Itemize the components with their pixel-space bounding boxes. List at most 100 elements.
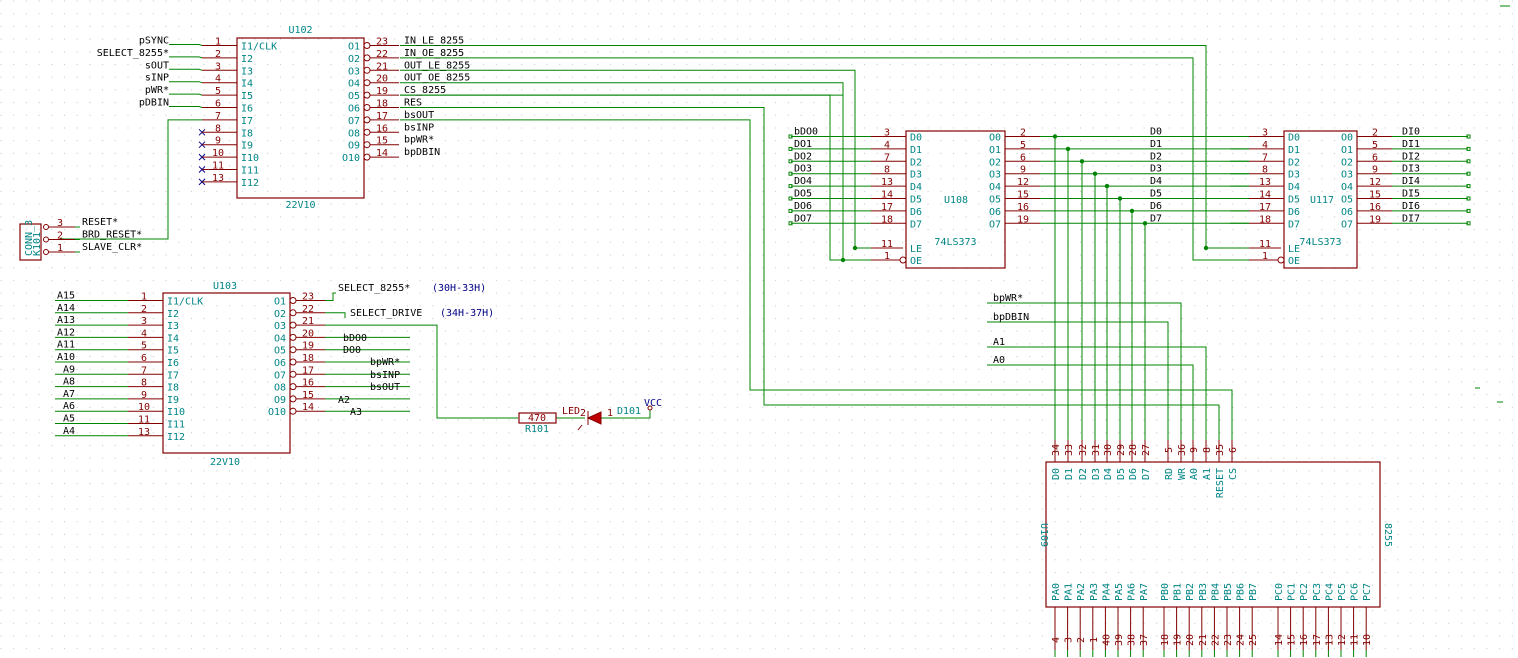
u117-net-label: DI0: [1402, 127, 1420, 138]
u102-pin-name: I11: [241, 166, 259, 177]
u117-invert-bubble: [1277, 256, 1285, 264]
u109-pin-num: 37: [1139, 634, 1150, 646]
u103-pin-num: 2: [141, 304, 147, 315]
u117-pin-num: 2: [1372, 128, 1378, 139]
u103-pin-num: 1: [141, 292, 147, 303]
u117-pin-name: O0: [1341, 133, 1353, 144]
d101-value: LED: [562, 406, 580, 417]
u102-body: [236, 37, 365, 199]
wire: [987, 321, 1169, 440]
u102-pin-num: 21: [376, 61, 388, 72]
u103-pin-num: 17: [302, 365, 314, 376]
u108-pin-name: D3: [910, 170, 922, 181]
u117-pin-num: 6: [1372, 152, 1378, 163]
u103-pin-num: 20: [302, 328, 314, 339]
u102-net-label: pSYNC: [139, 36, 169, 47]
wire-end: [1466, 159, 1471, 164]
u109-pin-num: 23: [1223, 634, 1234, 646]
wire-end: [1466, 171, 1471, 176]
u117-pin-num: 15: [1369, 190, 1381, 201]
u103-invert-bubble: [289, 309, 297, 317]
r101-ref: R101: [525, 424, 549, 435]
u109-pin-name: PA4: [1101, 583, 1112, 601]
u102-pin-num: 16: [376, 123, 388, 134]
u103-pin-name: O2: [274, 309, 286, 320]
u102-net-label: OUT_OE_8255: [404, 73, 470, 84]
wire: [400, 57, 1249, 261]
d101-ref: D101: [617, 406, 641, 417]
u103-pin-num: 4: [141, 328, 147, 339]
u117-pin-name: D7: [1288, 219, 1300, 230]
u103-net-label: bDO0: [343, 333, 367, 344]
u109-pin-name: PA3: [1089, 583, 1100, 601]
u103-pin-name: O7: [274, 370, 286, 381]
led-icon: [586, 411, 602, 425]
u103-net-label: A10: [57, 352, 75, 363]
u108-pin-num: 4: [884, 140, 890, 151]
u103-net-label: bsOUT: [370, 382, 400, 393]
u108-pin-num: 9: [1020, 165, 1026, 176]
u109-pin-num: 18: [1160, 634, 1171, 646]
u109-pin-num: 9: [1189, 447, 1200, 453]
u108-out-net: D1: [1150, 139, 1162, 150]
u102-pin-num: 11: [212, 161, 224, 172]
u109-pin-num: 12: [1337, 634, 1348, 646]
u102-pin-num: 14: [376, 148, 388, 159]
u102-pin-name: O2: [348, 54, 360, 65]
u108-body: [905, 130, 1006, 269]
u103-pin-num: 15: [302, 390, 314, 401]
u108-pin-name: O2: [989, 157, 1001, 168]
u103-pin-name: I7: [167, 370, 179, 381]
u109-pin-num: 22: [1210, 634, 1221, 646]
u117-pin-name: D4: [1288, 182, 1300, 193]
u109-pin-name: PB5: [1223, 583, 1234, 601]
u102-pin-num: 6: [215, 99, 221, 110]
u103-net-label: A11: [57, 340, 75, 351]
u108-out-net: D0: [1150, 127, 1162, 138]
u108-out-net: D2: [1150, 151, 1162, 162]
u103-net-label: A14: [57, 303, 75, 314]
u103-pin-num: 9: [141, 390, 147, 401]
u102-pin-name: O6: [348, 104, 360, 115]
u117-pin-num: 8: [1262, 165, 1268, 176]
u108-net-label: DO5: [794, 189, 812, 200]
u103-pin-name: O9: [274, 395, 286, 406]
u117-net-label: DI3: [1402, 164, 1420, 175]
u102-pin-num: 18: [376, 99, 388, 110]
u108-pin-num: 1: [884, 251, 890, 262]
u117-pin-num: 17: [1259, 202, 1271, 213]
u102-pin-num: 9: [215, 136, 221, 147]
u108-net-label: DO2: [794, 151, 812, 162]
u103-pin-num: 11: [138, 415, 150, 426]
u103-net-label: A8: [63, 377, 75, 388]
u103-pin-name: O3: [274, 321, 286, 332]
u103-pin-name: I8: [167, 383, 179, 394]
vcc-symbol: [647, 405, 653, 411]
u102-value: 22V10: [285, 200, 315, 211]
u108-pin-name: D1: [910, 145, 922, 156]
u108-pin-num: 15: [1017, 190, 1029, 201]
u109-pin-num: 36: [1177, 444, 1188, 456]
u108-pin-num: 16: [1017, 202, 1029, 213]
k101-net-label: BRD_RESET*: [82, 230, 142, 241]
wire-end: [788, 196, 793, 201]
u109-ctrl-label: A1: [993, 337, 1005, 348]
u102-invert-bubble: [363, 153, 371, 161]
u108-pin-num: 13: [881, 177, 893, 188]
u109-pin-num: 38: [1127, 634, 1138, 646]
u108-out-net: D5: [1150, 189, 1162, 200]
u109-pin-name: PA0: [1051, 583, 1062, 601]
u109-pin-name: PA7: [1139, 583, 1150, 601]
u117-pin-name: D3: [1288, 170, 1300, 181]
u103-net-label: A4: [63, 426, 75, 437]
u103-pin-num: 7: [141, 365, 147, 376]
u108-pin-name: O6: [989, 207, 1001, 218]
u102-net-label: SELECT_8255*: [97, 48, 169, 59]
u103-pin-num: 16: [302, 378, 314, 389]
u117-pin-name: D2: [1288, 157, 1300, 168]
u109-pin-num: 4: [1051, 637, 1062, 643]
k101-net-label: SLAVE_CLR*: [82, 242, 142, 253]
wire: [400, 119, 1233, 440]
u102-net-label: IN_OE_8255: [404, 48, 464, 59]
